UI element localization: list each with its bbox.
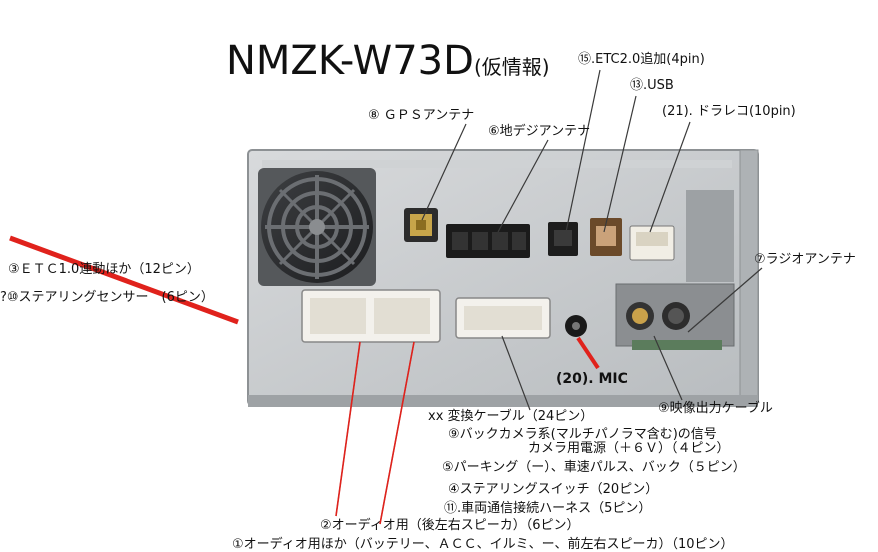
label-digital-tv: ⑥地デジアンテナ [488, 124, 591, 139]
red-marker-lines [9, 235, 600, 525]
label-audio-rear: ②オーディオ用（後左右スピーカ）（6ピン） [320, 518, 580, 533]
digital-tv-connectors [446, 224, 530, 258]
label-camera-power: カメラ用電源（＋６Ｖ）（４ピン） [528, 441, 730, 456]
label-mic: (20). MIC [556, 371, 628, 387]
label-video-out: ⑨映像出力ケーブル [658, 401, 773, 416]
model-name: NMZK-W73D [226, 38, 474, 84]
gps-connector [404, 208, 438, 242]
label-vehicle-comm: ⑪.車両通信接続ハーネス（5ピン） [444, 501, 652, 516]
label-radio: ⑦ラジオアンテナ [754, 252, 856, 267]
radio-video-bay [615, 190, 735, 350]
label-etc-add: ⑮.ETC2.0追加(4pin) [578, 52, 705, 67]
label-converter: xx 変換ケーブル（24ピン） [428, 409, 594, 424]
label-parking: ⑤パーキング（ー）、車速パルス、バック（５ピン） [442, 460, 746, 475]
dashcam-connector [629, 225, 675, 261]
etc-connector [548, 222, 578, 256]
label-steering-switch: ④ステアリングスイッチ（20ピン） [448, 482, 659, 497]
usb-connector [590, 218, 622, 256]
title-note: (仮情報) [473, 55, 550, 79]
label-steering-sensor: ?⑩ステアリングセンサー (6ピン） [0, 290, 214, 305]
cooling-fan [258, 168, 376, 286]
label-gps: ⑧ ＧＰＳアンテナ [368, 108, 475, 123]
mic-jack [565, 315, 587, 337]
diagram-title: NMZK-W73D(仮情報) [226, 38, 550, 84]
label-etc-link: ③ＥＴＣ1.0連動ほか（12ピン） [8, 262, 200, 277]
converter-24pin-connector [455, 297, 551, 339]
label-audio-main: ①オーディオ用ほか（バッテリー、ＡＣＣ、イルミ、ー、前左右スピーカ）（10ピン） [232, 537, 734, 552]
audio-main-connector [301, 289, 441, 343]
label-dashcam: (21). ドラレコ(10pin) [662, 104, 796, 119]
label-usb: ⑬.USB [630, 78, 674, 93]
label-back-camera: ⑨バックカメラ系(マルチパノラマ含む)の信号 [448, 427, 717, 442]
